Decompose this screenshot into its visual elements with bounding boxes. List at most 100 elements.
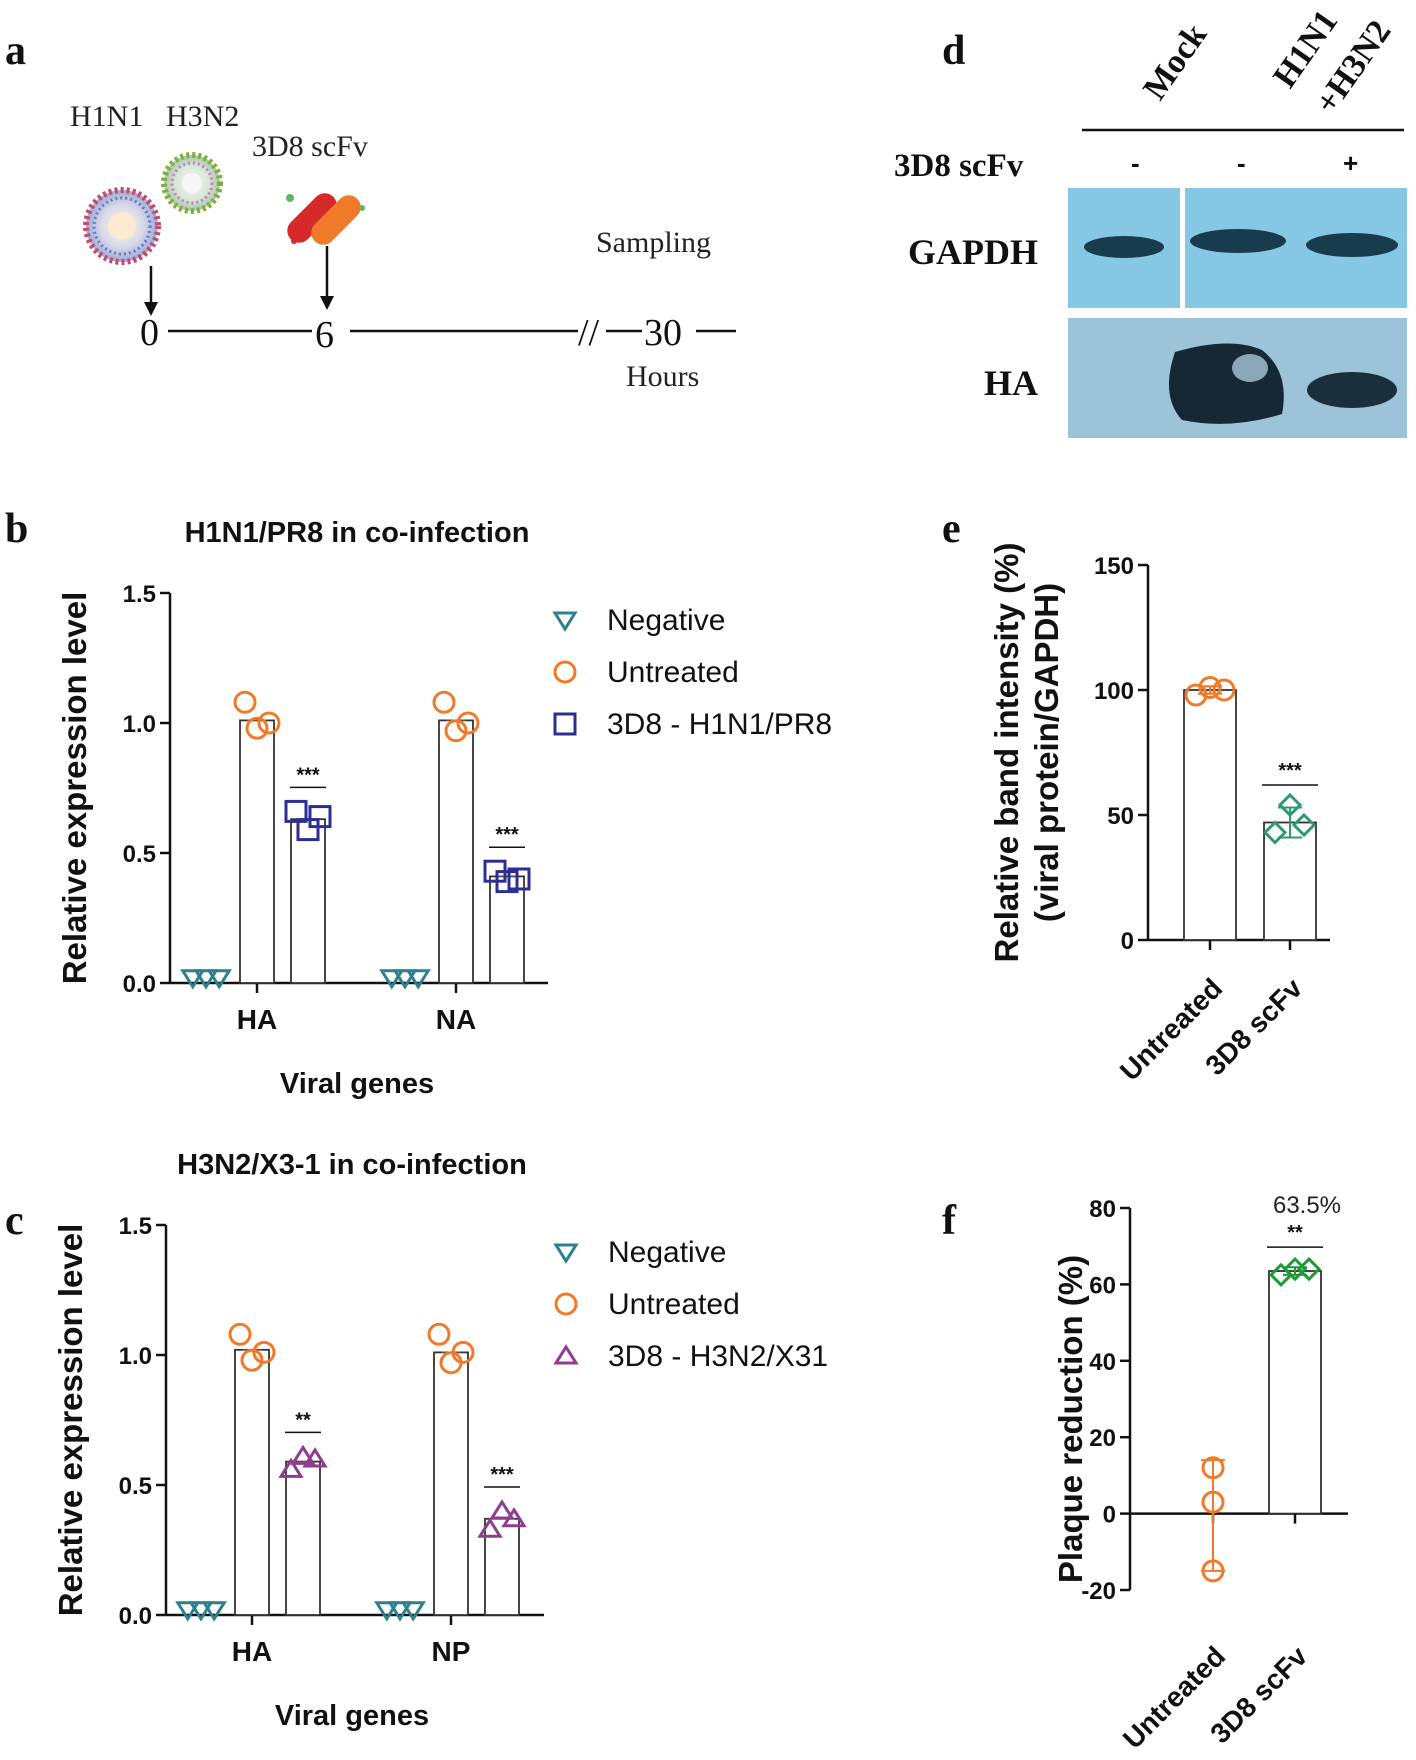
data-point bbox=[1277, 792, 1303, 818]
h1n1-virus-icon bbox=[83, 187, 161, 265]
arrow-at-0 bbox=[144, 266, 158, 316]
significance-label: *** bbox=[296, 764, 320, 786]
data-point bbox=[245, 716, 269, 740]
panel-c-chart: H3N2/X3-1 in co-infection 0.0 0.5 1.0 1.5 Rel… bbox=[52, 1149, 828, 1732]
time-30: 30 bbox=[644, 312, 682, 354]
panel-letter-d: d bbox=[942, 28, 965, 74]
data-point bbox=[1262, 820, 1288, 845]
data-point bbox=[252, 1340, 276, 1364]
data-point bbox=[1184, 683, 1208, 707]
significance-label: *** bbox=[490, 1464, 514, 1486]
gapdh-band-lane3 bbox=[1306, 233, 1398, 257]
data-point bbox=[444, 719, 468, 743]
legend-label: Negative bbox=[607, 604, 725, 637]
panel-letter-f: f bbox=[942, 1198, 957, 1244]
panel-a: a H1N1 H3N2 3D8 scFv bbox=[5, 28, 736, 393]
panel-d: d Mock H1N1 +H3N2 3D8 scFv - - + GAPDH H… bbox=[894, 4, 1407, 438]
data-point bbox=[495, 870, 519, 894]
virus2-label: H3N2 bbox=[166, 100, 239, 133]
panel-letter-a: a bbox=[5, 28, 26, 74]
y-tick-label: 0.5 bbox=[119, 1473, 152, 1500]
blot-sign-lane2: - bbox=[1237, 148, 1246, 178]
gapdh-band-lane1 bbox=[1084, 236, 1164, 258]
y-tick-label: 20 bbox=[1089, 1425, 1116, 1452]
data-point bbox=[379, 969, 405, 990]
y-tick-label: 0.0 bbox=[123, 971, 156, 998]
bar bbox=[433, 1351, 469, 1616]
data-point bbox=[180, 969, 206, 990]
y-tick-label: 0 bbox=[1121, 928, 1134, 955]
virus1-label: H1N1 bbox=[70, 100, 143, 133]
legend-label: 3D8 - H3N2/X31 bbox=[608, 1340, 828, 1373]
legend-marker bbox=[553, 712, 577, 736]
treatment-label: 3D8 scFv bbox=[252, 130, 368, 163]
y-tick-label: 1.5 bbox=[119, 1213, 152, 1240]
category-label: HA bbox=[237, 1004, 277, 1035]
legend-label: 3D8 - H1N1/PR8 bbox=[607, 708, 832, 741]
significance-label: ** bbox=[295, 1409, 311, 1431]
legend-marker bbox=[554, 1292, 578, 1316]
legend-label: Untreated bbox=[607, 656, 739, 689]
y-axis-label: Relative expression level bbox=[52, 1224, 89, 1617]
data-point bbox=[278, 1457, 304, 1478]
ha-blot bbox=[1068, 318, 1407, 438]
gapdh-blot bbox=[1068, 188, 1407, 308]
data-point bbox=[302, 1447, 328, 1468]
bar bbox=[290, 818, 326, 984]
data-point bbox=[233, 690, 257, 714]
legend-marker bbox=[553, 1243, 579, 1264]
bar bbox=[489, 875, 525, 984]
blot-label-ha: HA bbox=[984, 363, 1038, 403]
data-point bbox=[175, 1601, 201, 1622]
panel-letter-b: b bbox=[5, 506, 28, 552]
data-point bbox=[1198, 676, 1222, 699]
chart-title: H3N2/X3-1 in co-infection bbox=[177, 1149, 527, 1181]
data-point bbox=[193, 969, 219, 990]
timeline-break: // bbox=[578, 312, 600, 354]
time-0: 0 bbox=[140, 312, 159, 354]
x-axis-label: Viral genes bbox=[280, 1068, 434, 1100]
bar bbox=[1268, 1270, 1322, 1515]
legend-label: Negative bbox=[608, 1236, 726, 1269]
lane-header-mock: Mock bbox=[1136, 17, 1214, 106]
y-tick-label: 150 bbox=[1094, 553, 1134, 580]
blot-label-gapdh: GAPDH bbox=[908, 232, 1038, 272]
y-tick-label: 60 bbox=[1089, 1272, 1116, 1299]
data-point bbox=[228, 1322, 252, 1346]
category-label: NP bbox=[432, 1636, 471, 1667]
data-point bbox=[290, 1444, 316, 1465]
y-tick-label: 0.5 bbox=[123, 841, 156, 868]
bar bbox=[484, 1517, 520, 1616]
category-label: HA bbox=[232, 1636, 272, 1667]
data-point bbox=[477, 1517, 503, 1538]
data-point bbox=[188, 1601, 214, 1622]
hours-label: Hours bbox=[626, 360, 699, 393]
y-axis-label: Relative band intensity (%) bbox=[988, 543, 1025, 963]
legend-marker bbox=[553, 1344, 579, 1365]
y-tick-label: 80 bbox=[1089, 1196, 1116, 1223]
y-tick-label: 0.0 bbox=[119, 1603, 152, 1630]
data-point bbox=[1201, 1559, 1225, 1583]
data-point bbox=[308, 805, 332, 829]
data-point bbox=[489, 1499, 515, 1520]
x-axis-label: Viral genes bbox=[275, 1700, 429, 1732]
y-tick-label: 1.0 bbox=[119, 1343, 152, 1370]
bar bbox=[1183, 689, 1237, 941]
data-point bbox=[240, 1348, 264, 1372]
time-6: 6 bbox=[315, 314, 334, 356]
h3n2-virus-icon bbox=[161, 152, 223, 214]
bar bbox=[438, 719, 474, 984]
data-point bbox=[201, 1601, 227, 1622]
data-point bbox=[206, 969, 232, 990]
significance-label: *** bbox=[1278, 760, 1302, 782]
legend-label: Untreated bbox=[608, 1288, 740, 1321]
data-point bbox=[1212, 678, 1236, 702]
scfv-antibody-icon bbox=[286, 193, 365, 245]
data-point bbox=[296, 818, 320, 842]
data-point bbox=[1201, 1490, 1225, 1514]
significance-label: ** bbox=[1287, 1222, 1303, 1244]
data-point bbox=[1291, 812, 1317, 838]
bar bbox=[239, 719, 275, 984]
legend-marker bbox=[552, 611, 578, 632]
